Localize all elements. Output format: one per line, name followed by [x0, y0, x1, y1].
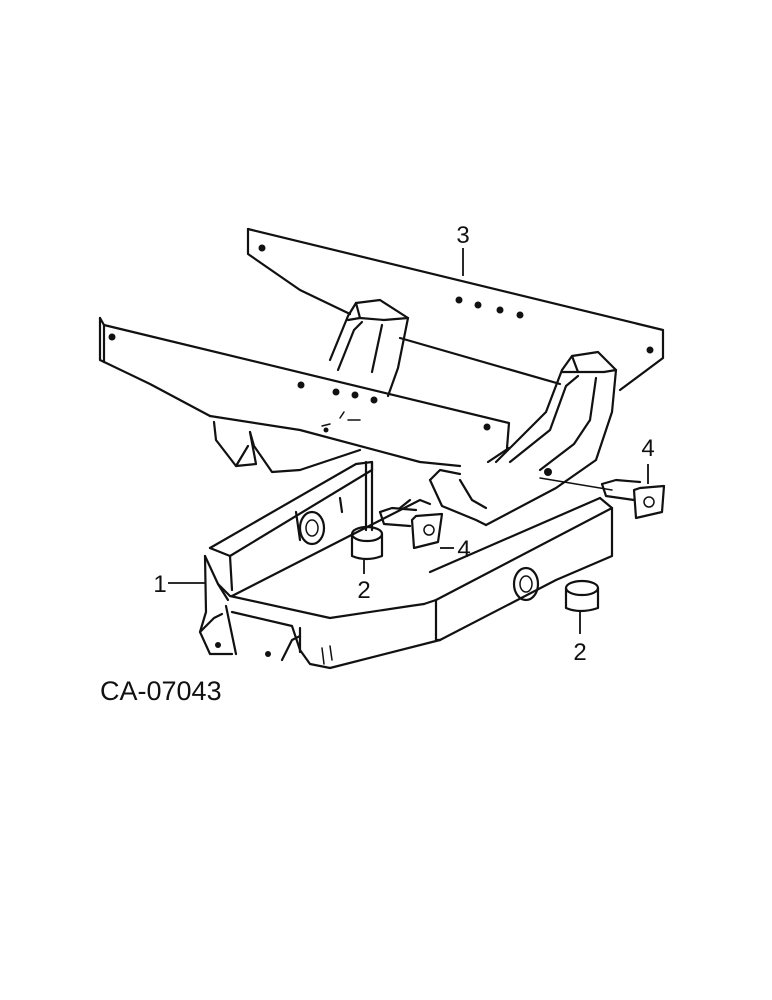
pin-front	[539, 477, 666, 520]
front-support-rail	[98, 316, 511, 468]
pin-rear	[378, 506, 444, 550]
front-rail-lugs	[212, 420, 362, 474]
callout-label-2-front: 2	[573, 639, 586, 666]
callout-4-front: 4	[641, 435, 655, 484]
front-saddle-bracket	[428, 350, 618, 527]
callout-label-2-rear: 2	[357, 577, 370, 604]
main-frame	[198, 460, 614, 670]
bushing-front	[564, 579, 600, 613]
callout-3: 3	[456, 222, 470, 276]
rear-saddle-bracket	[328, 298, 410, 398]
figure-id: CA-07043	[100, 676, 222, 706]
callout-label-1: 1	[153, 571, 166, 598]
callout-2-front: 2	[573, 612, 587, 666]
rear-support-rail	[246, 227, 665, 392]
callout-4-rear: 4	[440, 536, 471, 563]
callout-label-4-front: 4	[641, 435, 654, 462]
bushing-rear	[350, 525, 384, 561]
callout-label-4-rear: 4	[457, 536, 470, 563]
callout-label-3: 3	[456, 222, 469, 249]
callout-1: 1	[153, 571, 205, 598]
callout-2-rear: 2	[357, 560, 371, 604]
